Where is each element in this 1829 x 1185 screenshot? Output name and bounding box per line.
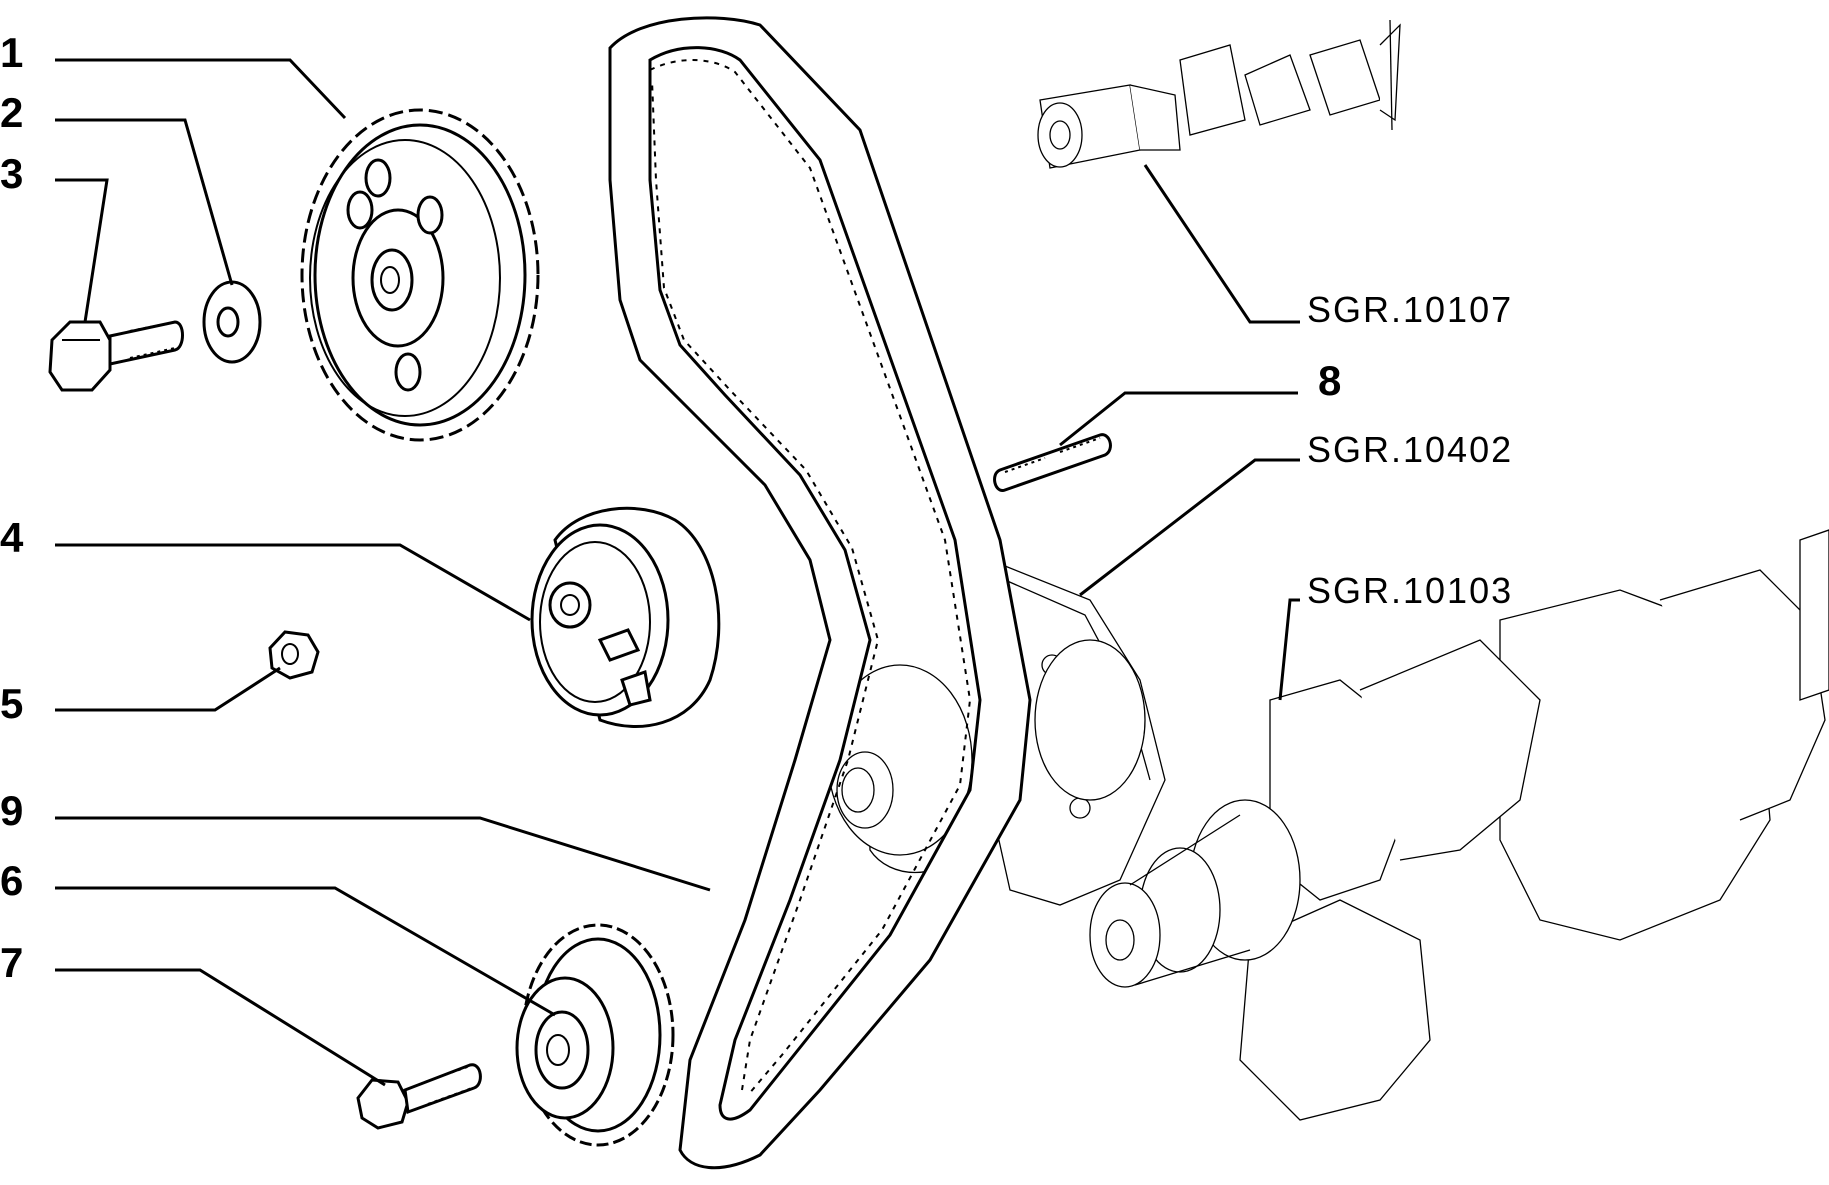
crankshaft-drawing [1089,529,1829,1121]
callout-8: 8 [1318,357,1341,404]
callout-1: 1 [0,29,23,76]
callout-4: 4 [0,514,24,561]
timing-belt [608,16,1032,1170]
leader-sgr-10103 [1278,598,1300,701]
tensioner [530,506,721,728]
water-pump-drawing [827,559,1166,906]
leader-sgr-10107 [1143,164,1300,324]
callout-6: 6 [0,857,23,904]
leader-6 [55,886,556,1017]
crankshaft-pulley [515,923,675,1147]
leader-9 [55,816,711,892]
leader-sgr-10402 [1079,458,1300,597]
callout-7: 7 [0,939,23,986]
ref-crankshaft: SGR.10103 [1307,570,1513,611]
bolt [48,320,184,392]
washer [202,280,262,364]
stud [993,433,1112,492]
leader-lines [55,58,1300,1087]
leader-2 [55,118,234,286]
ref-water-pump: SGR.10402 [1307,429,1513,470]
callout-labels: 1 2 3 4 5 9 6 7 8 [0,29,1341,986]
leader-7 [55,968,386,1087]
leader-4 [55,543,531,622]
callout-5: 5 [0,680,23,727]
ref-camshaft: SGR.10107 [1307,289,1513,330]
callout-9: 9 [0,787,23,834]
callout-2: 2 [0,89,23,136]
pulley-bolt [356,1063,482,1130]
leader-1 [55,58,347,120]
leader-8 [1059,391,1298,447]
callout-3: 3 [0,150,23,197]
leader-5 [55,666,281,712]
reference-labels: SGR.10107 SGR.10402 SGR.10103 [1307,289,1513,611]
leader-3 [55,178,109,323]
camshaft-drawing [1037,19,1401,169]
camshaft-pulley [300,108,540,442]
